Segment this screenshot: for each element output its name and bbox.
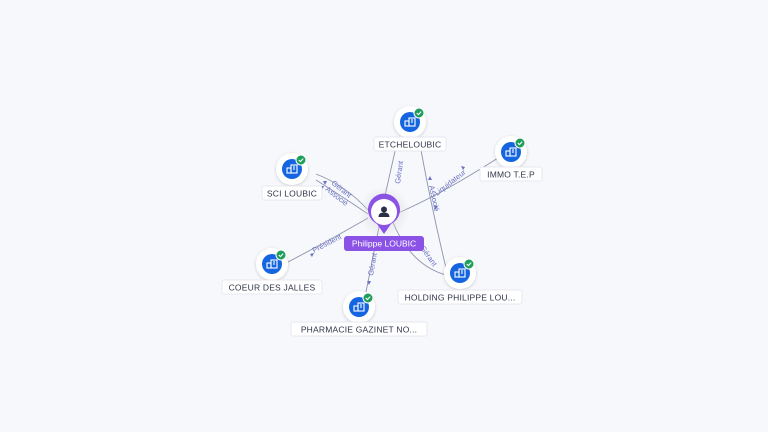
- building-icon: [353, 302, 365, 312]
- building-icon: [505, 147, 517, 157]
- check-icon: [275, 249, 287, 261]
- building-icon: [454, 268, 466, 278]
- company-label: IMMO T.E.P: [487, 170, 535, 180]
- edge-arrow-holding: [428, 176, 432, 180]
- edge-label-coeur: Président: [311, 232, 344, 255]
- company-label: COEUR DES JALLES: [229, 283, 316, 293]
- edge-label-etcheloubic: Gérant: [393, 159, 405, 184]
- building-icon: [266, 259, 278, 269]
- edge-arrow-pharmacie: [367, 281, 371, 285]
- check-icon: [514, 137, 526, 149]
- building-icon: [286, 164, 298, 174]
- company-node-pharmacie[interactable]: PHARMACIE GAZINET NO...: [290, 291, 428, 337]
- edge-arrow-immo-start: [434, 205, 438, 210]
- user-icon: [378, 206, 390, 217]
- company-label: PHARMACIE GAZINET NO...: [301, 325, 417, 335]
- person-label: Philippe LOUBIC: [352, 239, 416, 249]
- check-icon: [413, 107, 425, 119]
- check-icon: [362, 292, 374, 304]
- company-node-etcheloubic[interactable]: ETCHELOUBIC: [373, 106, 447, 152]
- company-label: SCI LOUBIC: [267, 189, 317, 199]
- edge-arrow-coeur: [310, 253, 314, 257]
- building-icon: [404, 117, 416, 127]
- person-node[interactable]: Philippe LOUBIC: [344, 186, 424, 251]
- company-node-immo[interactable]: IMMO T.E.P: [479, 136, 543, 182]
- company-node-sci[interactable]: SCI LOUBIC: [261, 153, 323, 201]
- edge-immo[interactable]: Liquidateur: [397, 157, 499, 214]
- company-label: HOLDING PHILIPPE LOU...: [405, 293, 516, 303]
- check-icon: [463, 258, 475, 270]
- company-node-coeur[interactable]: COEUR DES JALLES: [221, 248, 323, 295]
- company-node-holding[interactable]: HOLDING PHILIPPE LOU...: [397, 257, 523, 305]
- company-label: ETCHELOUBIC: [379, 140, 442, 150]
- check-icon: [295, 154, 307, 166]
- edge-arrow-sci-1: [323, 181, 327, 185]
- edge-arrow-immo: [461, 166, 465, 170]
- edge-label-pharmacie: Gérant: [366, 251, 379, 276]
